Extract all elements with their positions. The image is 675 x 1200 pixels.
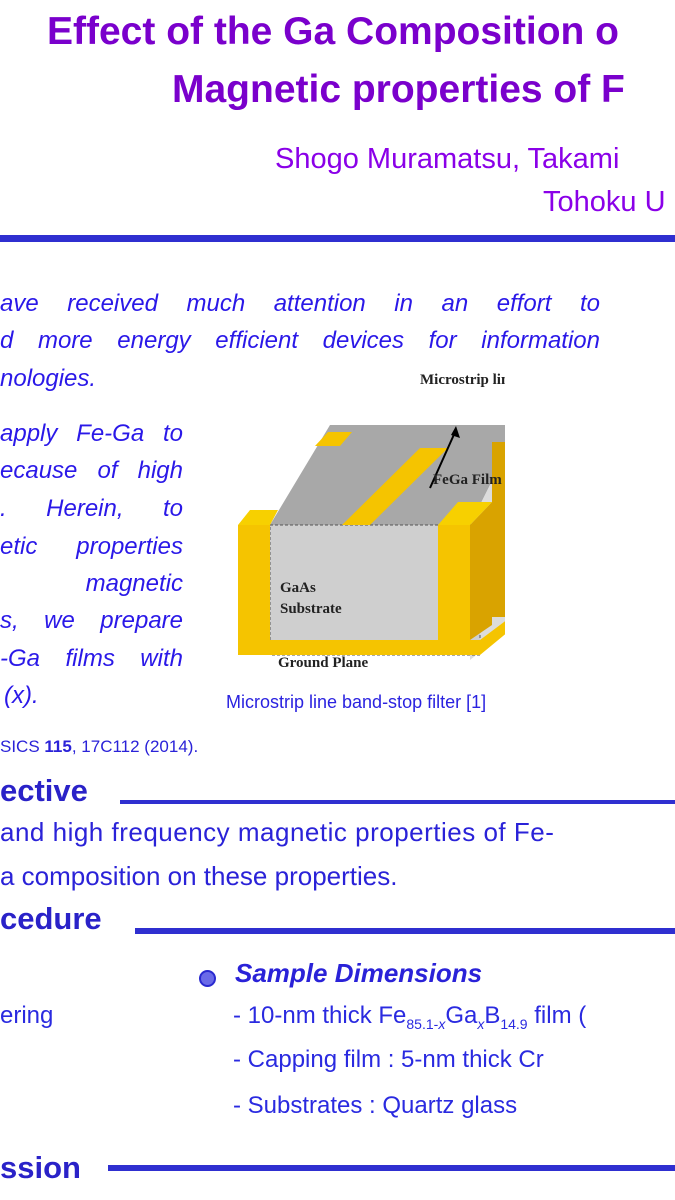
item-text: film ( xyxy=(527,1002,587,1029)
sub: 85.1- xyxy=(406,1015,439,1032)
right-pad xyxy=(438,525,470,640)
label-substrate-2: Substrate xyxy=(280,601,342,617)
label-substrate-1: GaAs xyxy=(280,580,316,596)
intro-line: -Ga films with xyxy=(0,645,183,672)
sample-item-film: - 10-nm thick Fe85.1-xGaxB14.9 film ( xyxy=(233,1002,586,1032)
intro-line: ave received much attention in an effort… xyxy=(0,290,600,317)
item-text: Ga xyxy=(445,1002,478,1029)
objective-heading: ective xyxy=(0,773,88,808)
figure-caption: Microstrip line band-stop filter [1] xyxy=(226,692,487,712)
reference: SICS 115, 17C112 (2014). xyxy=(0,737,198,757)
discussion-divider xyxy=(108,1165,675,1171)
reference-volume: 115 xyxy=(44,737,72,756)
intro-line: nologies. xyxy=(0,365,97,392)
sample-item-capping: - Capping film : 5-nm thick Cr xyxy=(233,1046,544,1073)
reference-prefix: SICS xyxy=(0,737,45,756)
label-ground: Ground Plane xyxy=(278,655,369,671)
left-pad xyxy=(238,525,270,640)
ground-plane xyxy=(238,621,505,655)
microstrip-filter-figure: Microstrip line FeGa Film GaAs Substrate… xyxy=(238,372,505,671)
objective-divider xyxy=(120,800,675,804)
poster-title-line2: Magnetic properties of F xyxy=(172,68,625,111)
sub: x xyxy=(438,1015,446,1032)
microstrip-line xyxy=(342,448,448,525)
intro-line: magnetic xyxy=(85,570,183,597)
poster-title-line1: Effect of the Ga Composition o xyxy=(47,10,619,53)
procedure-divider xyxy=(135,928,675,934)
intro-line: d more energy efficient devices for info… xyxy=(0,327,600,354)
item-text: - 10-nm thick Fe xyxy=(233,1002,407,1029)
header-divider xyxy=(0,235,675,242)
intro-line: apply Fe-Ga to xyxy=(0,420,183,447)
intro-line: etic properties xyxy=(0,533,183,560)
objective-line: and high frequency magnetic properties o… xyxy=(0,817,555,847)
sample-item-substrate: - Substrates : Quartz glass xyxy=(233,1092,518,1119)
item-text: B xyxy=(484,1002,501,1029)
intro-line: . Herein, to xyxy=(0,495,183,522)
affiliation: Tohoku U xyxy=(543,186,666,218)
sub: 14.9 xyxy=(500,1015,528,1032)
procedure-heading: cedure xyxy=(0,901,102,936)
reference-rest: , 17C112 (2014). xyxy=(71,737,199,756)
bullet-icon xyxy=(199,970,216,987)
procedure-left-fragment: ering xyxy=(0,1002,54,1029)
intro-line: ecause of high xyxy=(0,457,183,484)
objective-line: a composition on these properties. xyxy=(0,861,398,891)
authors: Shogo Muramatsu, Takami xyxy=(275,143,620,175)
sub: x xyxy=(477,1015,485,1032)
sample-dimensions-title: Sample Dimensions xyxy=(235,958,483,988)
intro-line: s, we prepare xyxy=(0,607,183,634)
label-film: FeGa Film xyxy=(433,472,502,488)
discussion-heading: ssion xyxy=(0,1150,81,1185)
label-microstrip: Microstrip line xyxy=(420,372,505,388)
intro-line: (x). xyxy=(4,682,39,709)
